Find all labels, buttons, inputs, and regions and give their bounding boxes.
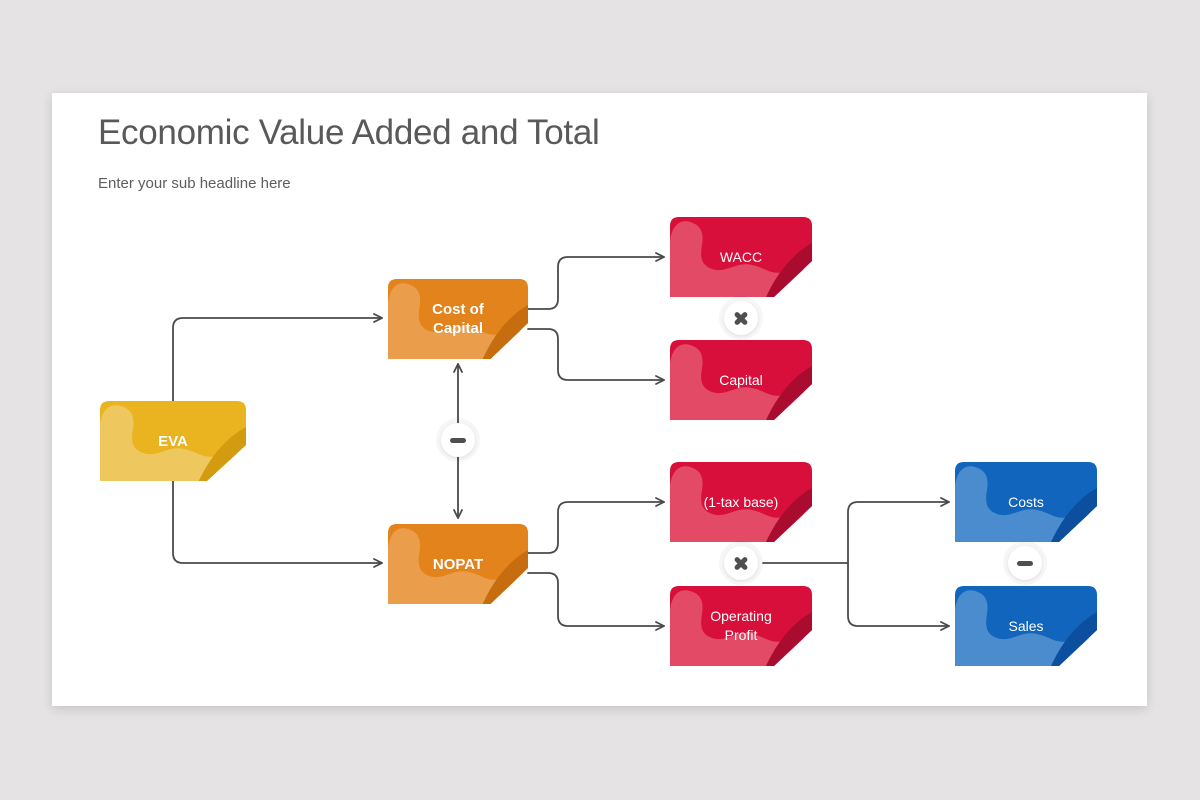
operator-wacc-capital-multiply-icon[interactable] [724, 301, 758, 335]
node-costs-label: Costs [1008, 493, 1044, 510]
operator-bar [450, 437, 466, 443]
node-nopat-label: NOPAT [432, 555, 484, 573]
node-costs[interactable]: Costs [955, 462, 1097, 542]
node-nopat[interactable]: NOPAT [388, 524, 528, 604]
page-title: Economic Value Added and Total [98, 113, 600, 152]
operator-taxbase-profit-multiply-icon[interactable] [724, 546, 758, 580]
connector-layer [172, 252, 950, 631]
node-capital-label: Capital [719, 371, 763, 388]
operator-bar [1017, 560, 1033, 566]
operator-costofcapital-nopat-minus-icon[interactable] [441, 423, 475, 457]
node-operating-profit-label: Operating Profit [710, 608, 772, 643]
node-cost-of-capital[interactable]: Cost of Capital [388, 279, 528, 359]
connector-split-sales [847, 562, 950, 631]
connector-costofcapital-capital [527, 328, 665, 385]
node-capital[interactable]: Capital [670, 340, 812, 420]
connector-split-costs [847, 497, 950, 564]
node-eva-label: EVA [158, 432, 188, 450]
node-sales[interactable]: Sales [955, 586, 1097, 666]
node-sales-label: Sales [1008, 617, 1044, 634]
connector-nopat-taxbase [527, 497, 665, 554]
connector-costofcapital-wacc [527, 252, 665, 310]
operator-costs-sales-minus-icon[interactable] [1008, 546, 1042, 580]
node-wacc[interactable]: WACC [670, 217, 812, 297]
node-operating-profit[interactable]: Operating Profit [670, 586, 812, 666]
node-cost-of-capital-label: Cost of Capital [432, 301, 484, 337]
connector-nopat-operatingprofit [527, 572, 665, 631]
connector-eva-costofcapital [172, 313, 383, 402]
node-wacc-label: WACC [719, 248, 763, 265]
page-subtitle: Enter your sub headline here [98, 175, 291, 192]
slide-canvas: Economic Value Added and Total Enter you… [52, 93, 1147, 706]
node-tax-base[interactable]: (1-tax base) [670, 462, 812, 542]
node-eva[interactable]: EVA [100, 401, 246, 481]
connector-eva-nopat [172, 480, 383, 568]
node-tax-base-label: (1-tax base) [703, 493, 779, 510]
